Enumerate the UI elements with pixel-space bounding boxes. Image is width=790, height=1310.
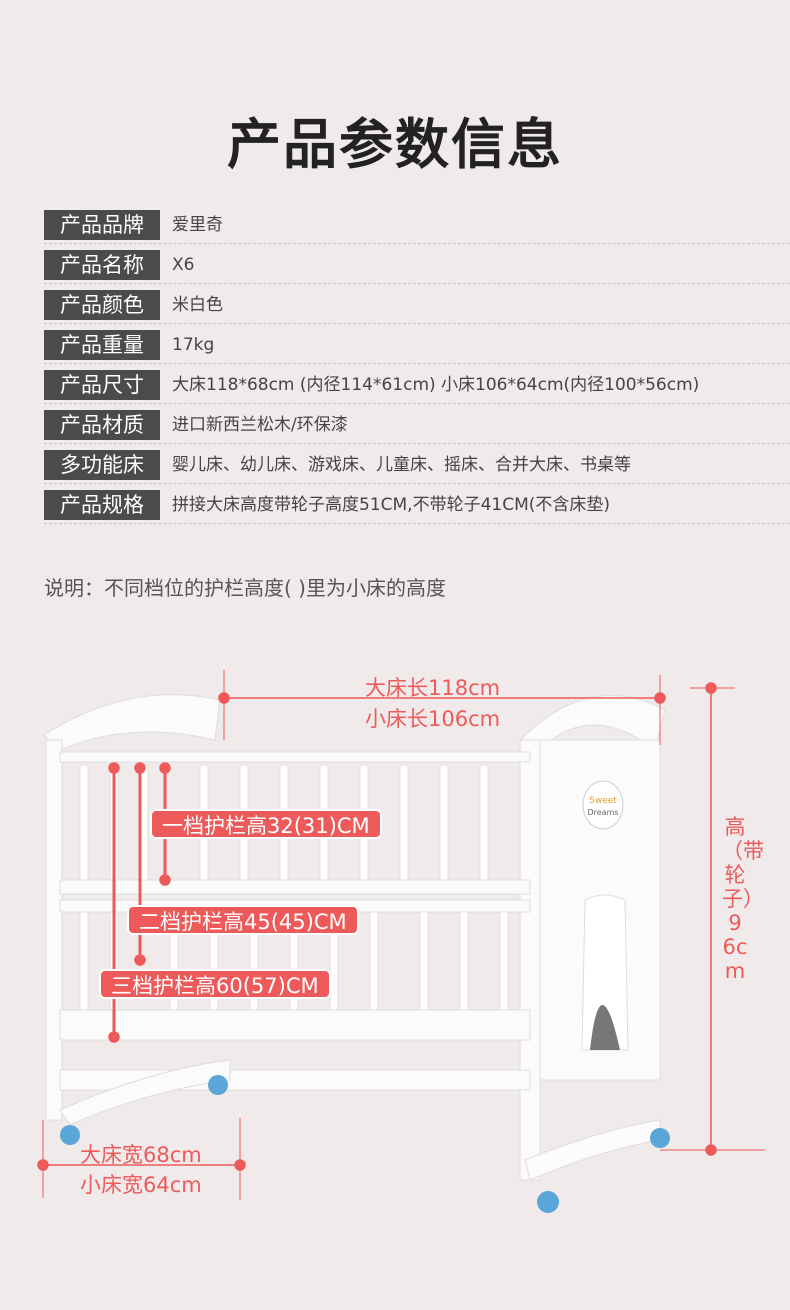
- big-bed-width: 大床宽68cm: [80, 1143, 202, 1167]
- spec-row-color: 产品颜色米白色: [44, 284, 790, 324]
- spec-row-material: 产品材质进口新西兰松木/环保漆: [44, 404, 790, 444]
- spec-value: 拼接大床高度带轮子高度51CM,不带轮子41CM(不含床垫): [172, 495, 611, 515]
- right-headboard: [519, 694, 666, 751]
- spec-row-spec: 产品规格拼接大床高度带轮子高度51CM,不带轮子41CM(不含床垫): [44, 484, 790, 524]
- spec-value: 米白色: [172, 295, 223, 315]
- spec-value: X6: [172, 255, 195, 275]
- spec-row-size: 产品尺寸大床118*68cm (内径114*61cm) 小床106*64cm(内…: [44, 364, 790, 404]
- spec-value: 17kg: [172, 335, 215, 355]
- right-post: [519, 739, 541, 1181]
- badge-line2: Dreams: [587, 808, 618, 817]
- spec-row-functions: 多功能床婴儿床、幼儿床、游戏床、儿童床、摇床、合并大床、书桌等: [44, 444, 790, 484]
- spec-row-name: 产品名称 X6: [44, 244, 790, 284]
- big-bed-length: 大床长118cm: [365, 676, 501, 700]
- spec-value: 爱里奇: [172, 215, 223, 235]
- badge-line1: Sweet: [589, 796, 617, 806]
- spec-row-brand: 产品品牌爱里奇: [44, 204, 790, 244]
- note-text: 说明：不同档位的护栏高度( )里为小床的高度: [44, 576, 446, 600]
- rail-height-level3: 三档护栏高60(57)CM: [99, 969, 331, 999]
- bed-height: 高（带轮子）96cm: [722, 815, 764, 983]
- penguin-icon: [590, 1005, 620, 1050]
- bear-icon: [581, 894, 629, 1051]
- left-headboard: [43, 694, 221, 751]
- wheels: [60, 1075, 670, 1213]
- spec-row-weight: 产品重量 17kg: [44, 324, 790, 364]
- spec-value: 进口新西兰松木/环保漆: [172, 415, 348, 435]
- page-title: 产品参数信息: [227, 113, 563, 176]
- spec-label: 产品重量: [44, 330, 160, 360]
- small-bed-length: 小床长106cm: [365, 707, 501, 731]
- spec-label: 产品规格: [44, 490, 160, 520]
- spec-label: 产品材质: [44, 410, 160, 440]
- spec-value: 大床118*68cm (内径114*61cm) 小床106*64cm(内径100…: [172, 375, 700, 395]
- spec-value: 婴儿床、幼儿床、游戏床、儿童床、摇床、合并大床、书桌等: [172, 455, 631, 475]
- spec-label: 产品尺寸: [44, 370, 160, 400]
- spec-label: 产品品牌: [44, 210, 160, 240]
- rail-height-level1: 一档护栏高32(31)CM: [150, 809, 382, 839]
- spec-label: 多功能床: [44, 450, 160, 480]
- left-post: [45, 739, 63, 1121]
- spec-label: 产品颜色: [44, 290, 160, 320]
- sweet-dreams-badge: [582, 780, 624, 830]
- small-bed-width: 小床宽64cm: [80, 1173, 202, 1197]
- rail-height-level2: 二档护栏高45(45)CM: [127, 905, 359, 935]
- spec-label: 产品名称: [44, 250, 160, 280]
